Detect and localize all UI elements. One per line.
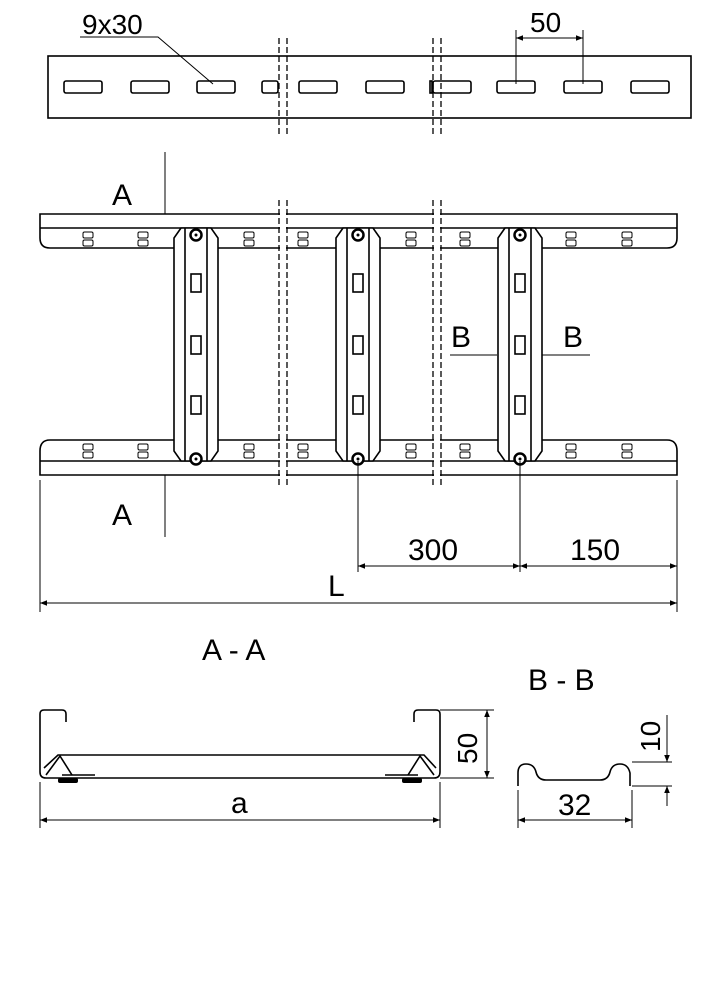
section-bb-title: B - B bbox=[528, 664, 595, 697]
section-a-marker-top: A bbox=[112, 179, 132, 212]
depth-label: 10 bbox=[635, 721, 666, 752]
rail-hole bbox=[243, 451, 255, 459]
rail-hole bbox=[405, 239, 417, 247]
section-b-marker-right: B bbox=[563, 321, 583, 354]
rail-hole bbox=[459, 239, 471, 247]
rail-hole bbox=[243, 231, 255, 239]
section-bb: B - B 10 32 bbox=[517, 664, 672, 828]
rail-hole bbox=[565, 451, 577, 459]
section-aa-title: A - A bbox=[202, 634, 265, 667]
rail-hole bbox=[82, 443, 94, 451]
rail-hole bbox=[459, 231, 471, 239]
section-a-marker-bottom: A bbox=[112, 499, 132, 532]
rail-hole bbox=[565, 239, 577, 247]
rail-hole bbox=[137, 451, 149, 459]
rung bbox=[497, 227, 543, 466]
rail-hole bbox=[137, 443, 149, 451]
rail-hole bbox=[297, 451, 309, 459]
break-lines bbox=[278, 38, 442, 135]
rail-hole bbox=[82, 239, 94, 247]
length-label: L bbox=[328, 570, 345, 603]
rung-pitch-label: 300 bbox=[408, 534, 458, 567]
rail-hole bbox=[137, 239, 149, 247]
slot bbox=[630, 80, 670, 94]
rail-hole bbox=[137, 231, 149, 239]
rail-hole bbox=[621, 451, 633, 459]
rail-hole bbox=[82, 231, 94, 239]
rail-hole bbox=[297, 239, 309, 247]
rail-hole bbox=[297, 443, 309, 451]
slot bbox=[130, 80, 170, 94]
rail-hole bbox=[621, 239, 633, 247]
section-aa: A - A 50 a bbox=[39, 634, 494, 828]
profile-width-label: 32 bbox=[558, 789, 591, 822]
rung bbox=[335, 227, 381, 466]
width-label: a bbox=[231, 787, 248, 820]
slot bbox=[196, 80, 236, 94]
side-rail-top-view: 9x30 50 bbox=[47, 7, 692, 135]
height-label: 50 bbox=[452, 733, 483, 764]
rail-hole bbox=[405, 443, 417, 451]
rail-hole bbox=[405, 451, 417, 459]
rung bbox=[173, 227, 219, 466]
rail-hole bbox=[405, 231, 417, 239]
section-b-marker-left: B bbox=[451, 321, 471, 354]
rail-hole bbox=[565, 443, 577, 451]
slot bbox=[432, 80, 472, 94]
slot bbox=[63, 80, 103, 94]
slot bbox=[261, 80, 279, 94]
slot-pitch-label: 50 bbox=[530, 7, 561, 38]
rail-hole bbox=[621, 231, 633, 239]
end-distance-label: 150 bbox=[570, 534, 620, 567]
rail-hole bbox=[459, 443, 471, 451]
slot bbox=[365, 80, 405, 94]
ladder-plan-view: A A B B 300 150 L bbox=[39, 152, 678, 612]
rail-hole bbox=[297, 231, 309, 239]
rail-hole bbox=[243, 443, 255, 451]
rail-hole bbox=[565, 231, 577, 239]
rail-hole bbox=[459, 451, 471, 459]
rail-hole bbox=[82, 451, 94, 459]
rail-hole bbox=[621, 443, 633, 451]
slot-size-label: 9x30 bbox=[82, 9, 143, 40]
rail-hole bbox=[243, 239, 255, 247]
slot bbox=[429, 80, 433, 94]
slot bbox=[298, 80, 338, 94]
